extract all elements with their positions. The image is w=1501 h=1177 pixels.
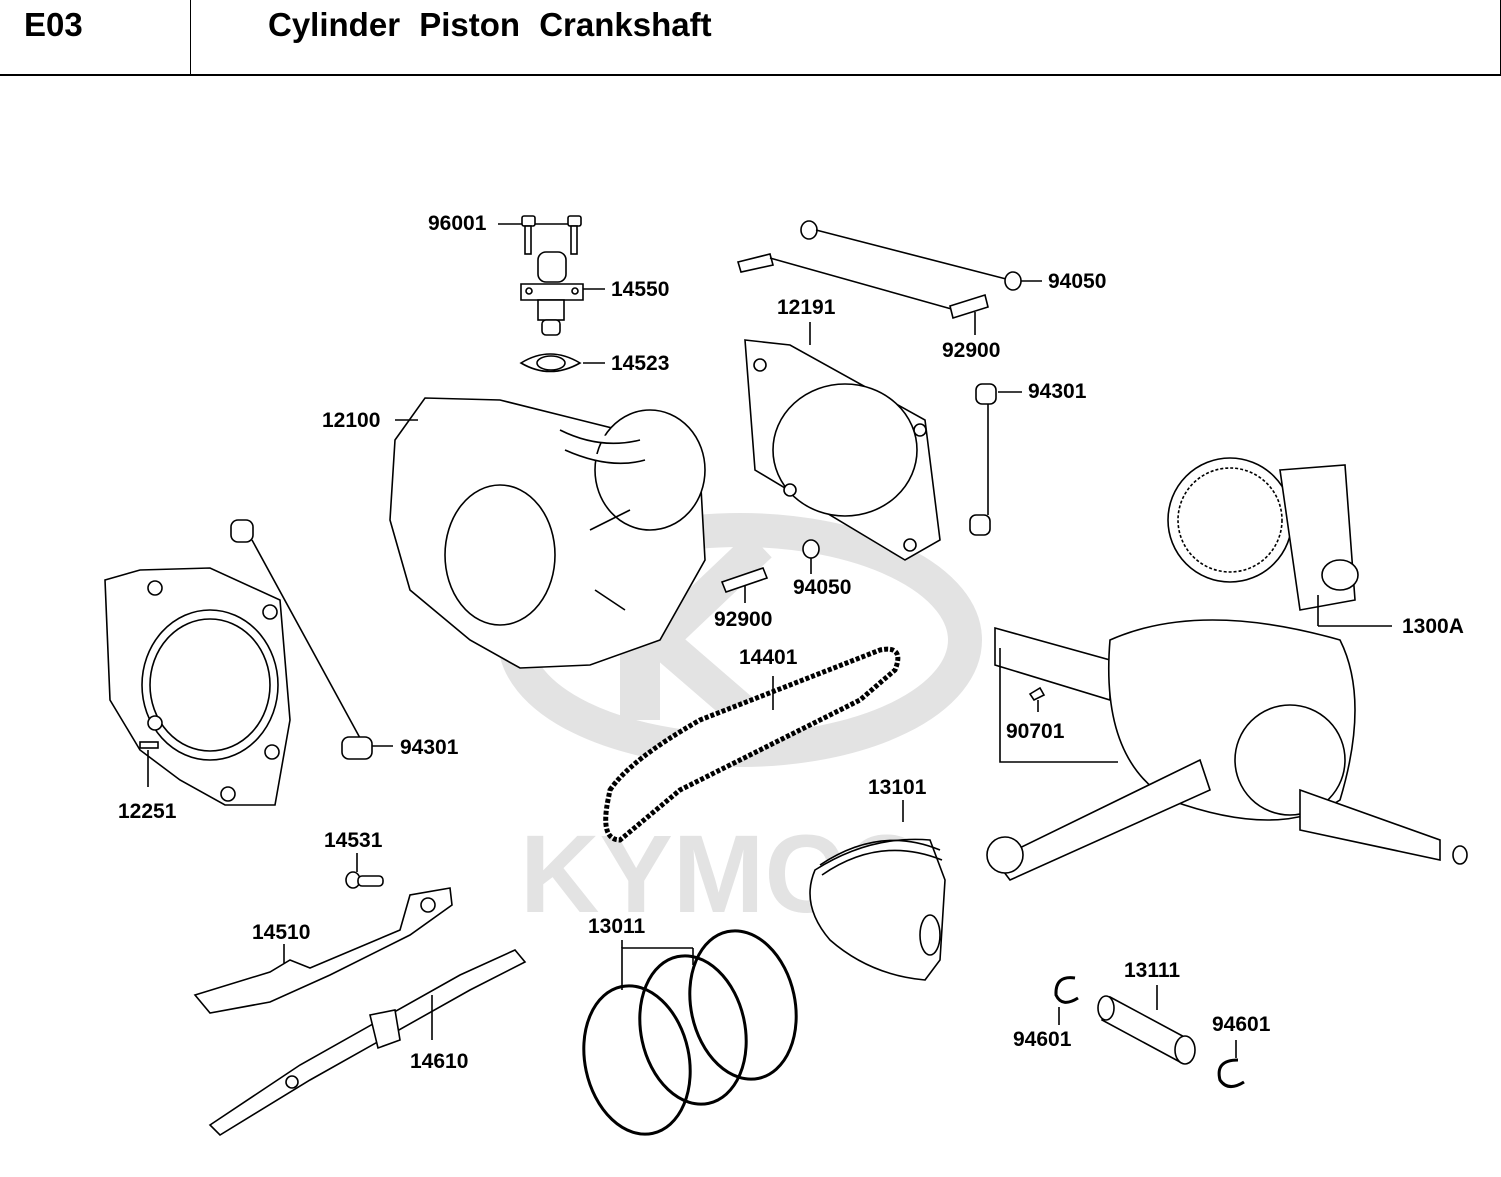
part-label-96001[interactable]: 96001 <box>428 212 487 235</box>
part-label-92900-mid[interactable]: 92900 <box>714 608 773 631</box>
part-label-92900-top[interactable]: 92900 <box>942 339 1001 362</box>
part-label-94601-right[interactable]: 94601 <box>1212 1013 1271 1036</box>
tensioner-pivot-bolt-icon[interactable] <box>345 853 384 889</box>
part-label-94301-left[interactable]: 94301 <box>400 736 459 759</box>
dowel-pin-icon[interactable] <box>969 383 1022 536</box>
stud-bolt-icon[interactable] <box>720 566 769 603</box>
part-label-90701[interactable]: 90701 <box>1006 720 1065 743</box>
part-label-14610[interactable]: 14610 <box>410 1050 469 1073</box>
page-header: E03 Cylinder Piston Crankshaft <box>0 0 1501 76</box>
part-label-14550[interactable]: 14550 <box>611 278 670 301</box>
cam-chain-tensioner-icon[interactable] <box>520 251 605 336</box>
part-label-12191[interactable]: 12191 <box>777 296 836 319</box>
circlip-icon[interactable] <box>1054 976 1079 1025</box>
stud-bolt-icon[interactable] <box>736 253 989 335</box>
woodruff-key-icon[interactable] <box>999 648 1118 763</box>
nut-icon[interactable] <box>802 539 820 574</box>
crankshaft-icon[interactable] <box>986 457 1468 881</box>
part-label-1300A[interactable]: 1300A <box>1402 615 1464 638</box>
section-code: E03 <box>24 6 83 43</box>
part-label-14531[interactable]: 14531 <box>324 829 383 852</box>
part-label-12100[interactable]: 12100 <box>322 409 381 432</box>
part-label-94301-right[interactable]: 94301 <box>1028 380 1087 403</box>
tensioner-gasket-icon[interactable] <box>519 353 605 373</box>
part-label-94601-left[interactable]: 94601 <box>1013 1028 1072 1051</box>
part-label-14523[interactable]: 14523 <box>611 352 670 375</box>
cylinder-base-gasket-icon[interactable] <box>744 322 941 561</box>
dowel-pin-icon[interactable] <box>230 519 393 760</box>
part-label-14401[interactable]: 14401 <box>739 646 798 669</box>
cylinder-head-gasket-icon[interactable] <box>104 567 291 806</box>
part-label-13011[interactable]: 13011 <box>588 915 646 938</box>
cam-chain-icon[interactable] <box>603 646 901 843</box>
header-divider <box>190 0 191 74</box>
cylinder-icon[interactable] <box>389 397 706 669</box>
part-label-14510[interactable]: 14510 <box>252 921 311 944</box>
chain-guide-icon[interactable] <box>208 949 527 1137</box>
part-label-94050-mid[interactable]: 94050 <box>793 576 852 599</box>
part-label-94050-top[interactable]: 94050 <box>1048 270 1107 293</box>
piston-pin-icon[interactable] <box>1097 985 1196 1065</box>
circlip-icon[interactable] <box>1217 1040 1245 1088</box>
part-label-13111[interactable]: 13111 <box>1124 959 1181 982</box>
nut-icon[interactable] <box>800 220 1042 291</box>
part-label-12251[interactable]: 12251 <box>118 800 177 823</box>
part-label-13101[interactable]: 13101 <box>868 776 927 799</box>
tensioner-guide-icon[interactable] <box>193 887 453 1014</box>
piston-ring-set-icon[interactable] <box>571 921 810 1144</box>
bolt-icon[interactable] <box>498 215 582 255</box>
page-title: Cylinder Piston Crankshaft <box>268 6 712 43</box>
piston-icon[interactable] <box>809 800 946 981</box>
